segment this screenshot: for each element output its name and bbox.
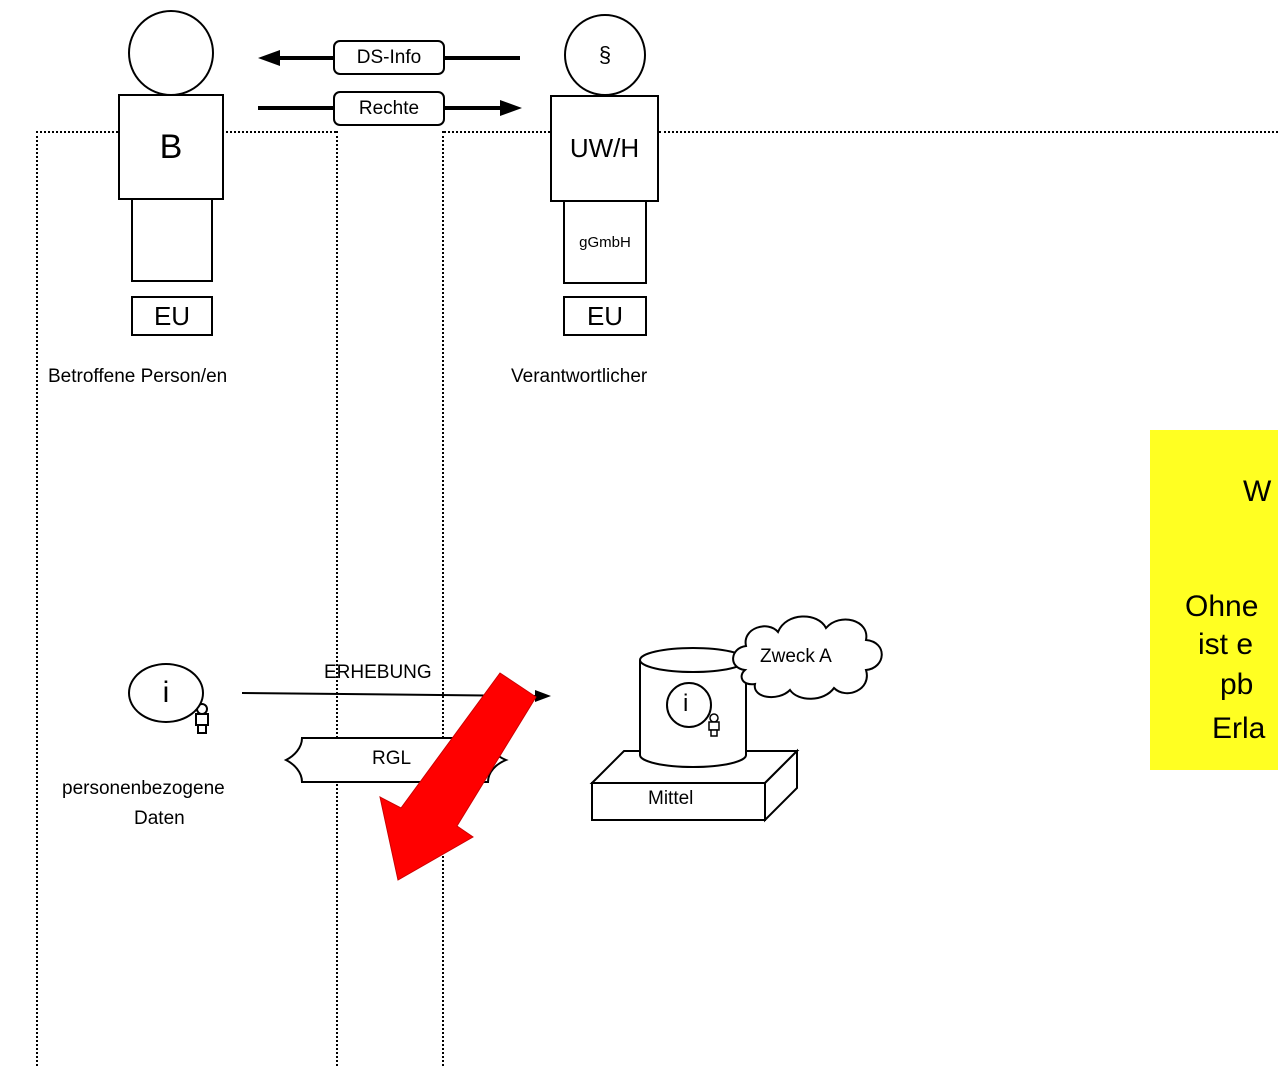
- data-item-icon: i: [128, 663, 204, 723]
- data-item-caption-line1: personenbezogene: [62, 778, 225, 799]
- sticky-note: [1150, 430, 1278, 770]
- controller-region-badge: EU: [563, 296, 647, 336]
- controller-head: §: [564, 14, 646, 96]
- trust-boundary-top-right: [659, 131, 1278, 133]
- purpose-label: Zweck A: [760, 646, 832, 667]
- database-icon-label: i: [683, 690, 689, 717]
- subject-head: [128, 10, 214, 96]
- trust-boundary-top-mid: [214, 131, 336, 133]
- erhebung-arrowhead: [535, 690, 551, 702]
- note-line3: ist e: [1198, 628, 1254, 661]
- controller-head-label: §: [598, 42, 612, 67]
- rechte-arrowhead: [500, 100, 522, 116]
- trust-boundary-left: [36, 131, 38, 1066]
- rechte-label: Rechte: [333, 91, 445, 126]
- controller-legs-label: gGmbH: [579, 233, 631, 251]
- note-line2: Ohne: [1185, 590, 1259, 623]
- subject-region-badge: EU: [131, 296, 213, 336]
- controller-body: UW/H: [550, 95, 659, 202]
- rgl-label: RGL: [372, 748, 412, 769]
- person-icon: [708, 713, 720, 737]
- ds-info-arrowhead: [258, 50, 280, 66]
- trust-boundary-lane2: [442, 131, 444, 1066]
- data-item-caption-line2: Daten: [134, 808, 185, 829]
- controller-legs: gGmbH: [563, 200, 647, 284]
- trust-boundary-lane1: [336, 131, 338, 1066]
- note-line4: pb: [1220, 668, 1254, 701]
- subject-legs: [131, 198, 213, 282]
- means-label: Mittel: [648, 788, 694, 809]
- note-line1: W: [1243, 475, 1272, 508]
- note-line5: Erla: [1212, 712, 1266, 745]
- collection-label: ERHEBUNG: [324, 662, 432, 683]
- ds-info-label: DS-Info: [333, 40, 445, 75]
- database-cylinder: [639, 647, 747, 768]
- controller-caption: Verantwortlicher: [511, 366, 648, 387]
- controller-region-label: EU: [586, 300, 624, 331]
- trust-boundary-top-left: [36, 131, 118, 133]
- cloud-icon: [732, 615, 883, 700]
- controller-body-label: UW/H: [569, 133, 640, 163]
- trust-boundary-top-mid2: [444, 131, 550, 133]
- subject-caption: Betroffene Person/en: [48, 366, 228, 387]
- person-icon: [195, 703, 209, 734]
- highlight-arrow: [379, 672, 537, 881]
- subject-body-label: B: [159, 127, 183, 166]
- subject-body: B: [118, 94, 224, 200]
- data-item-icon-label: i: [162, 676, 170, 709]
- subject-region-label: EU: [153, 300, 191, 331]
